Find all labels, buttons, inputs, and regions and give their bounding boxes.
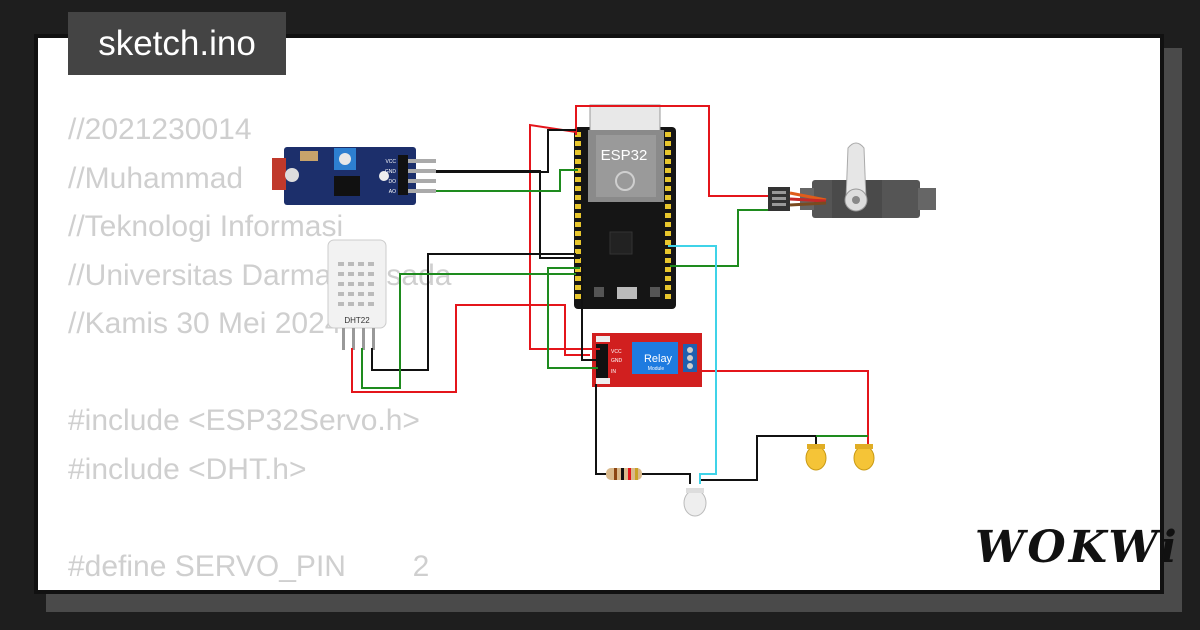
esp32-pin[interactable] xyxy=(665,132,671,137)
code-line: #include <ESP32Servo.h> xyxy=(68,404,420,437)
ldr-sensor-module[interactable]: VCC GND DO AO xyxy=(272,147,436,205)
code-line: #include <DHT.h> xyxy=(68,452,307,486)
code-preview: //2021230014 //Muhammad //Teknologi Inform… xyxy=(68,106,451,590)
file-name-badge[interactable]: sketch.ino xyxy=(68,12,286,75)
esp32-pin[interactable] xyxy=(575,186,581,191)
relay-pin-in: IN xyxy=(611,369,616,375)
esp32-pin[interactable] xyxy=(575,249,581,254)
code-line: //Teknologi Informasi xyxy=(68,210,344,243)
esp32-pin[interactable] xyxy=(665,141,671,146)
esp32-pin[interactable] xyxy=(665,258,671,263)
relay-sub-label: Module xyxy=(648,366,665,372)
ldr-pin-do: DO xyxy=(389,179,397,185)
esp32-pin[interactable] xyxy=(665,240,671,245)
esp32-board[interactable]: ESP32 xyxy=(574,104,676,309)
led-yellow-1[interactable] xyxy=(805,444,827,471)
ldr-pin-vcc: VCC xyxy=(385,159,396,165)
esp32-pin[interactable] xyxy=(665,159,671,164)
esp32-pin[interactable] xyxy=(665,285,671,290)
dht22-sensor[interactable]: DHT22 xyxy=(327,239,387,350)
esp32-pin[interactable] xyxy=(665,231,671,236)
esp32-pin[interactable] xyxy=(575,213,581,218)
code-line: //Kamis 30 Mei 2024 xyxy=(68,307,342,340)
dht22-label: DHT22 xyxy=(344,316,370,325)
esp32-pin[interactable] xyxy=(575,294,581,299)
esp32-pin[interactable] xyxy=(665,150,671,155)
esp32-pin[interactable] xyxy=(575,276,581,281)
esp32-pin[interactable] xyxy=(665,294,671,299)
esp32-pin[interactable] xyxy=(575,267,581,272)
esp32-pin[interactable] xyxy=(575,204,581,209)
led-white[interactable] xyxy=(683,488,707,517)
wokwi-logo: WOKWi xyxy=(975,522,1180,573)
esp32-label: ESP32 xyxy=(601,147,648,164)
relay-pin-gnd: GND xyxy=(611,358,623,364)
code-line: #define SERVO_PIN 2 xyxy=(68,549,430,583)
esp32-pin[interactable] xyxy=(665,177,671,182)
esp32-pin[interactable] xyxy=(575,222,581,227)
esp32-pin[interactable] xyxy=(575,159,581,164)
ldr-pin-ao: AO xyxy=(389,189,396,195)
servo-motor[interactable] xyxy=(768,142,936,218)
esp32-pin[interactable] xyxy=(665,213,671,218)
ldr-pin-gnd: GND xyxy=(385,169,397,175)
led-yellow-2[interactable] xyxy=(853,444,875,471)
esp32-pin[interactable] xyxy=(665,222,671,227)
esp32-pin[interactable] xyxy=(575,150,581,155)
resistor[interactable] xyxy=(606,468,642,480)
esp32-pin[interactable] xyxy=(575,141,581,146)
esp32-pin[interactable] xyxy=(575,177,581,182)
esp32-pin[interactable] xyxy=(665,186,671,191)
esp32-pin[interactable] xyxy=(665,204,671,209)
esp32-pin[interactable] xyxy=(665,168,671,173)
esp32-pin[interactable] xyxy=(575,240,581,245)
esp32-pin[interactable] xyxy=(665,249,671,254)
esp32-pin[interactable] xyxy=(575,285,581,290)
esp32-pin[interactable] xyxy=(665,276,671,281)
esp32-pin[interactable] xyxy=(575,258,581,263)
wires xyxy=(351,105,869,484)
esp32-pin[interactable] xyxy=(665,267,671,272)
code-line: //2021230014 xyxy=(68,113,252,146)
relay-module[interactable]: Relay Module VCC GND IN xyxy=(592,333,702,387)
relay-label: Relay xyxy=(644,353,673,365)
esp32-pin[interactable] xyxy=(575,132,581,137)
esp32-pin[interactable] xyxy=(665,195,671,200)
esp32-pin[interactable] xyxy=(575,195,581,200)
relay-pin-vcc: VCC xyxy=(611,349,622,355)
esp32-pin[interactable] xyxy=(575,231,581,236)
code-line: //Muhammad xyxy=(68,161,244,195)
